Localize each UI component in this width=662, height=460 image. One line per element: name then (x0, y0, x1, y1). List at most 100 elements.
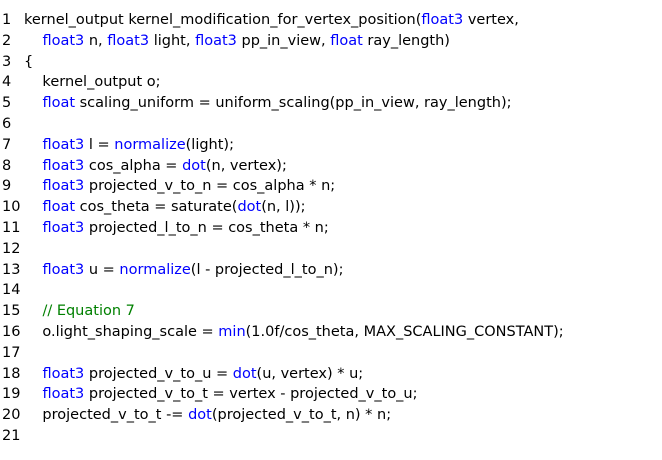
line-number: 18 (2, 365, 21, 382)
keyword-token: dot (182, 157, 206, 174)
code-line: 6 (0, 114, 662, 135)
code-token (24, 366, 42, 382)
code-token: ray_length) (362, 32, 450, 49)
code-token (24, 262, 42, 278)
code-token: { (24, 53, 34, 70)
line-content: o.light_shaping_scale = min(1.0f/cos_the… (24, 322, 564, 343)
code-line: 17 (0, 343, 662, 364)
code-line: 8 float3 cos_alpha = dot(n, vertex); (0, 156, 662, 177)
keyword-token: float3 (42, 261, 85, 278)
keyword-token: float3 (42, 178, 85, 195)
line-content: float3 n, float3 light, float3 pp_in_vie… (24, 31, 450, 52)
line-number: 9 (2, 178, 12, 195)
code-token: cos_alpha = (84, 157, 183, 174)
line-number: 14 (2, 282, 21, 299)
line-content: float cos_theta = saturate(dot(n, l)); (24, 197, 306, 218)
line-content: float3 cos_alpha = dot(n, vertex); (24, 156, 286, 177)
code-token (24, 158, 42, 174)
line-content: float scaling_uniform = uniform_scaling(… (24, 93, 511, 114)
code-line: 21 (0, 426, 662, 447)
code-line: 18 float3 projected_v_to_u = dot(u, vert… (0, 364, 662, 385)
code-line: 16 o.light_shaping_scale = min(1.0f/cos_… (0, 322, 662, 343)
line-number: 19 (2, 386, 21, 403)
code-token: u = (84, 261, 120, 278)
keyword-token: float3 (42, 157, 85, 174)
keyword-token: float3 (42, 365, 85, 382)
keyword-token: float3 (42, 136, 85, 153)
line-content: { (24, 52, 33, 73)
line-number: 3 (2, 53, 12, 70)
line-number: 20 (2, 407, 21, 424)
keyword-token: float (330, 32, 363, 49)
keyword-token: min (218, 323, 246, 340)
code-token: l = (84, 136, 115, 153)
keyword-token: float3 (107, 32, 150, 49)
code-token: projected_v_to_u = (84, 365, 233, 382)
code-token: (n, l)); (261, 199, 306, 216)
code-line: 2 float3 n, float3 light, float3 pp_in_v… (0, 31, 662, 52)
code-token (24, 220, 42, 236)
code-token: pp_in_view, (236, 32, 331, 49)
code-token: projected_v_to_t = vertex - projected_v_… (84, 386, 418, 403)
line-content: float3 projected_v_to_n = cos_alpha * n; (24, 176, 335, 197)
line-content: kernel_output kernel_modification_for_ve… (24, 10, 519, 31)
line-content: projected_v_to_t -= dot(projected_v_to_t… (24, 405, 391, 426)
comment-token: // Equation 7 (42, 303, 135, 320)
keyword-token: float (42, 199, 76, 216)
code-token: (light); (185, 136, 234, 153)
line-content: kernel_output o; (24, 72, 161, 93)
code-line: 14 (0, 280, 662, 301)
keyword-token: dot (232, 365, 257, 382)
code-line: 7 float3 l = normalize(light); (0, 135, 662, 156)
code-line: 4 kernel_output o; (0, 72, 662, 93)
code-token: light, (149, 32, 196, 49)
keyword-token: normalize (114, 136, 186, 153)
code-line: 13 float3 u = normalize(l - projected_l_… (0, 260, 662, 281)
code-token: kernel_output o; (24, 74, 161, 91)
line-content: // Equation 7 (24, 301, 135, 322)
code-line: 5 float scaling_uniform = uniform_scalin… (0, 93, 662, 114)
code-line: 1 kernel_output kernel_modification_for_v… (0, 10, 662, 31)
keyword-token: normalize (119, 261, 191, 278)
code-token: cos_theta = saturate( (75, 199, 238, 216)
line-number: 1 (2, 12, 12, 28)
keyword-token: dot (188, 407, 212, 424)
code-line: 3{ (0, 52, 662, 73)
code-token: vertex, (463, 12, 519, 28)
code-token: (projected_v_to_t, n) * n; (211, 407, 392, 424)
code-line: 15 // Equation 7 (0, 301, 662, 322)
line-number: 7 (2, 136, 12, 153)
code-token: projected_l_to_n = cos_theta * n; (84, 219, 329, 236)
code-token: (u, vertex) * u; (256, 365, 364, 382)
keyword-token: float3 (42, 32, 85, 49)
code-line: 19 float3 projected_v_to_t = vertex - pr… (0, 384, 662, 405)
code-line: 20 projected_v_to_t -= dot(projected_v_t… (0, 405, 662, 426)
keyword-token: float3 (421, 12, 464, 28)
code-line: 10 float cos_theta = saturate(dot(n, l))… (0, 197, 662, 218)
line-number: 16 (2, 323, 21, 340)
keyword-token: float3 (42, 386, 85, 403)
code-token (24, 33, 42, 49)
line-content: float3 projected_v_to_t = vertex - proje… (24, 384, 418, 405)
keyword-token: float (42, 95, 76, 112)
code-token: (l - projected_l_to_n); (190, 261, 344, 278)
line-content: float3 l = normalize(light); (24, 135, 234, 156)
code-line: 11 float3 projected_l_to_n = cos_theta *… (0, 218, 662, 239)
line-number: 6 (2, 115, 12, 132)
line-number: 11 (2, 219, 21, 236)
keyword-token: float3 (42, 219, 85, 236)
code-token (24, 303, 42, 319)
line-number: 21 (2, 427, 21, 444)
code-token: projected_v_to_t -= (24, 407, 189, 424)
line-number: 12 (2, 240, 21, 257)
line-number: 15 (2, 303, 21, 320)
line-number: 17 (2, 344, 21, 361)
line-content: float3 projected_v_to_u = dot(u, vertex)… (24, 364, 363, 385)
code-line: 9 float3 projected_v_to_n = cos_alpha * … (0, 176, 662, 197)
code-token: (1.0f/cos_theta, MAX_SCALING_CONSTANT); (245, 323, 564, 340)
keyword-token: float3 (195, 32, 237, 49)
code-token (24, 199, 42, 215)
code-token: scaling_uniform = uniform_scaling(pp_in_… (75, 95, 512, 112)
code-token: projected_v_to_n = cos_alpha * n; (84, 178, 336, 195)
